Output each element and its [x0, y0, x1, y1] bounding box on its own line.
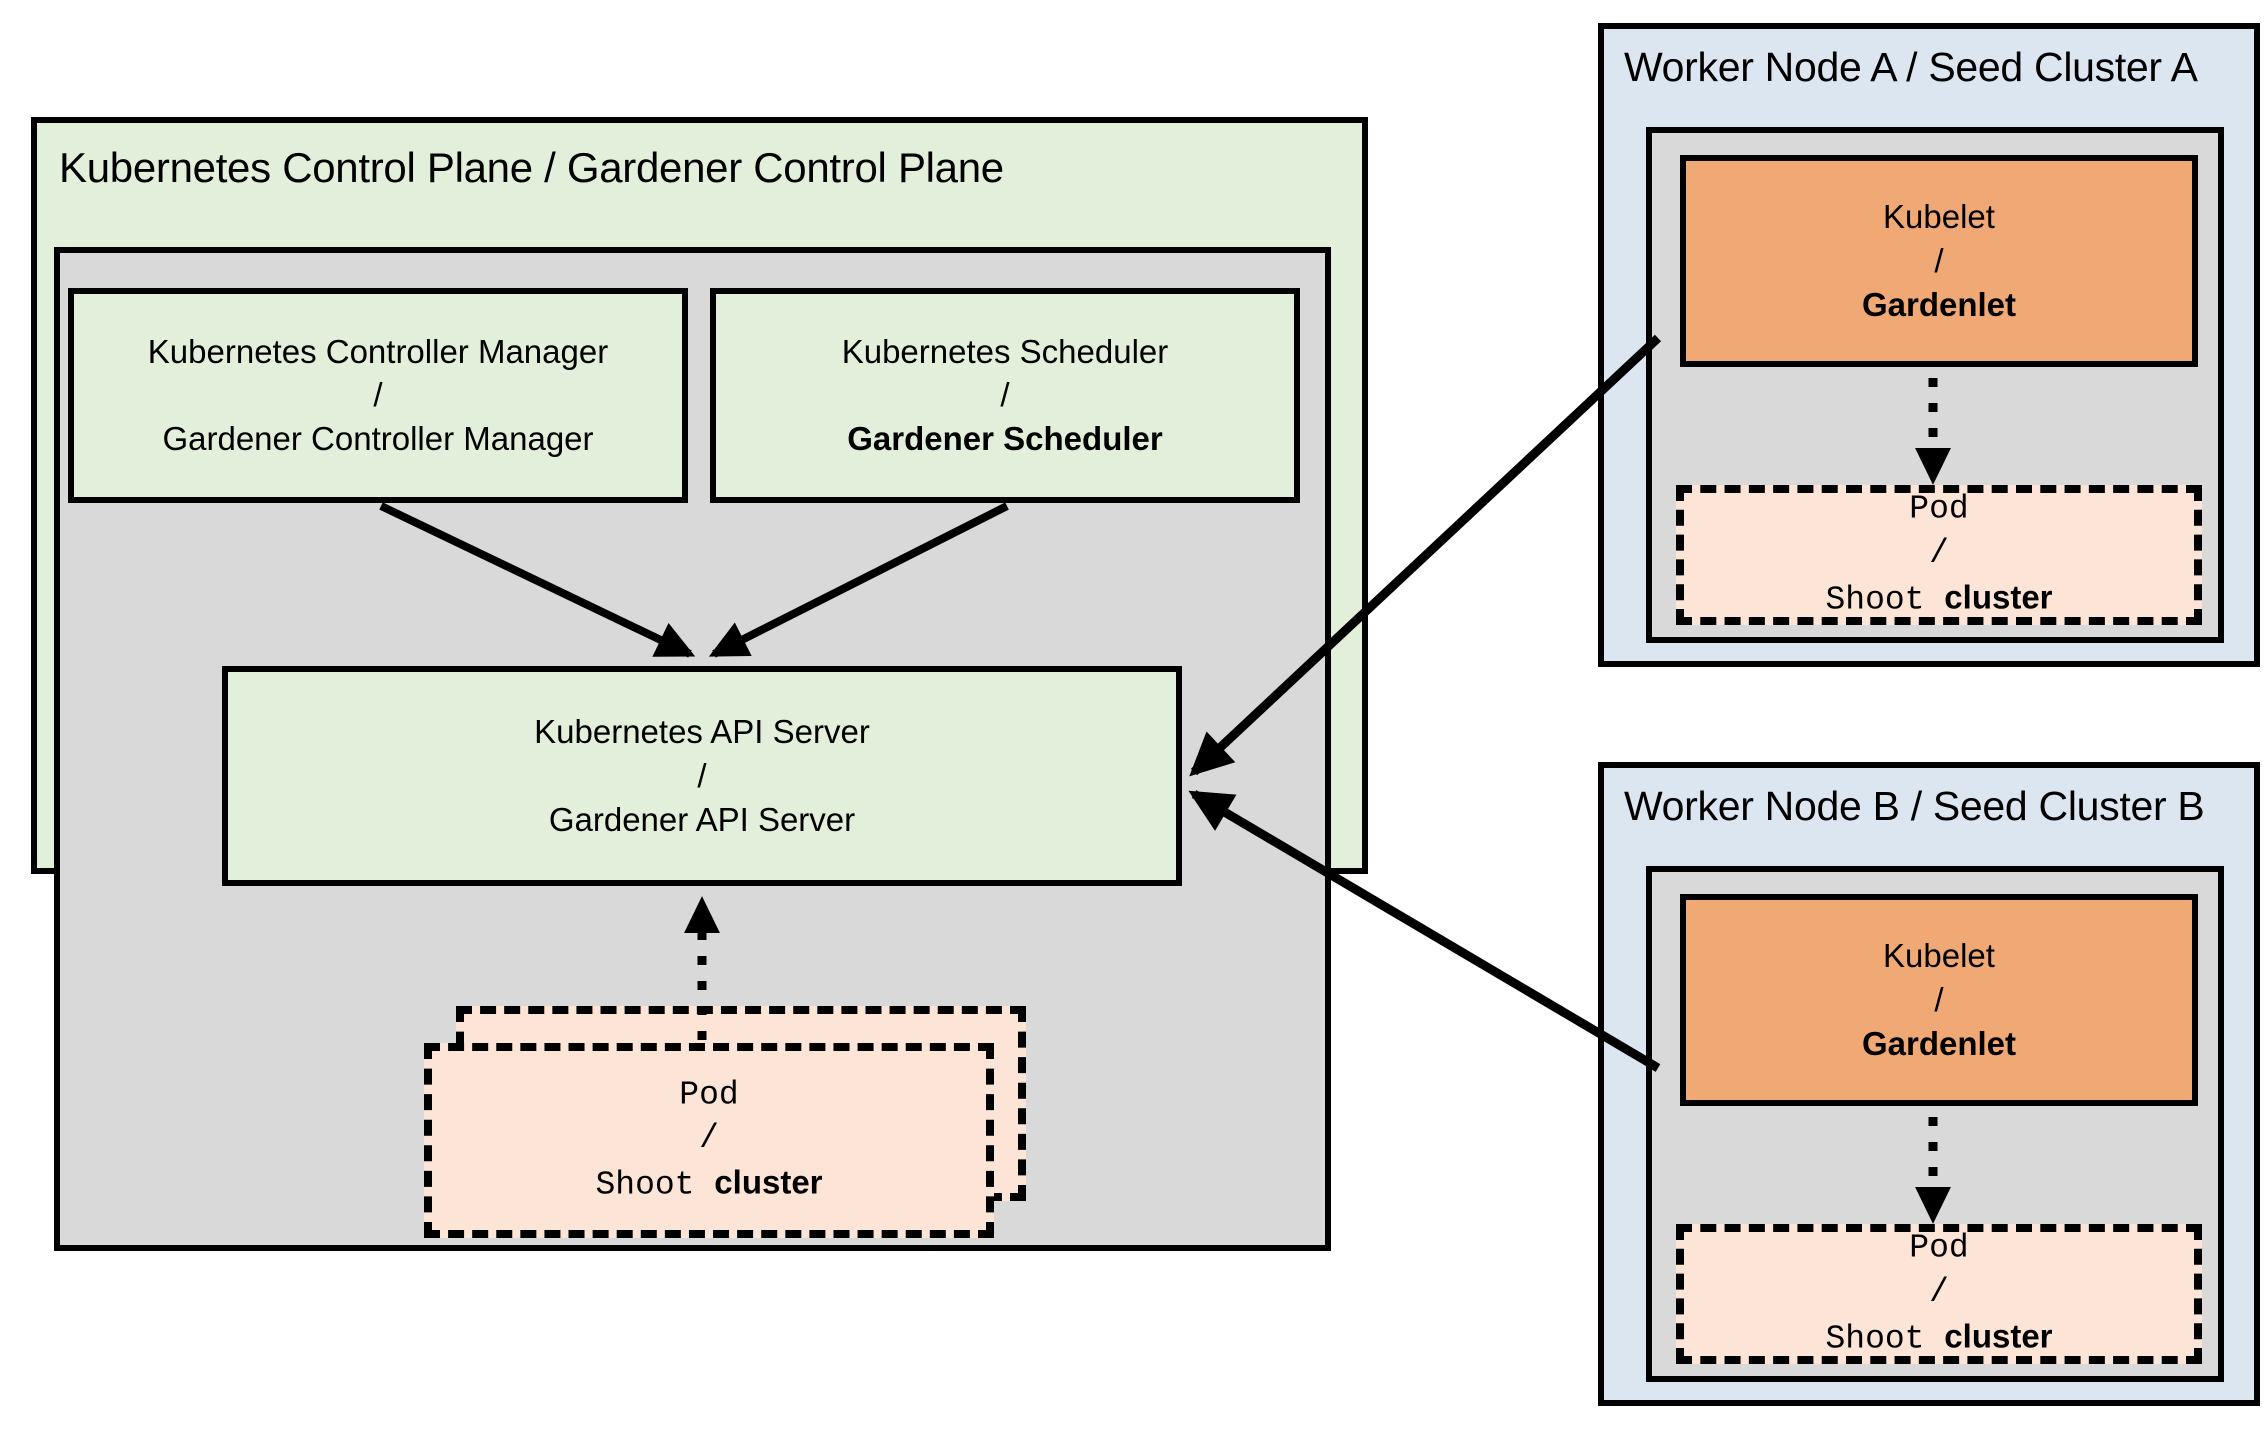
worker-b-kubelet-line1: Kubelet — [1883, 937, 1995, 975]
worker-a-pod-box: Pod / Shoot cluster — [1676, 485, 2202, 625]
scheduler-box: Kubernetes Scheduler / Gardener Schedule… — [710, 288, 1300, 503]
control-plane-pod-line2-mono: Shoot — [595, 1166, 715, 1204]
worker-b-pod-line2-mono: Shoot — [1825, 1320, 1945, 1358]
controller-manager-line2: Gardener Controller Manager — [162, 420, 594, 458]
scheduler-line1: Kubernetes Scheduler — [841, 332, 1169, 370]
worker-a-pod-separator: / — [1929, 534, 1949, 572]
scheduler-label: Kubernetes Scheduler / Gardener Schedule… — [716, 330, 1294, 462]
worker-a-pod-label: Pod / Shoot cluster — [1684, 488, 2194, 623]
worker-b-kubelet-label: Kubelet / Gardenlet — [1686, 934, 2192, 1066]
scheduler-line2: Gardener Scheduler — [847, 420, 1163, 458]
worker-a-kubelet-label: Kubelet / Gardenlet — [1686, 195, 2192, 327]
api-server-line2: Gardener API Server — [548, 800, 856, 838]
worker-b-pod-label: Pod / Shoot cluster — [1684, 1227, 2194, 1362]
api-server-separator: / — [697, 757, 707, 795]
worker-b-kubelet-line2: Gardenlet — [1861, 1024, 2017, 1062]
worker-node-a-container: Worker Node A / Seed Cluster A Kubelet /… — [1598, 23, 2260, 667]
worker-b-kubelet-separator: / — [1934, 981, 1944, 1019]
worker-a-kubelet-line1: Kubelet — [1883, 198, 1995, 236]
worker-node-b-container: Worker Node B / Seed Cluster B Kubelet /… — [1598, 762, 2260, 1406]
worker-node-b-title: Worker Node B / Seed Cluster B — [1624, 783, 2205, 829]
worker-b-pod-line2-bold: cluster — [1944, 1317, 2053, 1355]
worker-a-kubelet-box: Kubelet / Gardenlet — [1680, 155, 2198, 367]
api-server-label: Kubernetes API Server / Gardener API Ser… — [228, 710, 1176, 842]
control-plane-title: Kubernetes Control Plane / Gardener Cont… — [59, 144, 1004, 191]
control-plane-pod-box: Pod / Shoot cluster — [424, 1043, 994, 1238]
worker-a-kubelet-line2: Gardenlet — [1861, 285, 2017, 323]
controller-manager-line1: Kubernetes Controller Manager — [147, 332, 609, 370]
control-plane-pod-line2-bold: cluster — [714, 1163, 823, 1201]
worker-node-b-inner-area: Kubelet / Gardenlet Pod / Shoot cluster — [1646, 866, 2224, 1382]
worker-a-kubelet-separator: / — [1934, 242, 1944, 280]
controller-manager-separator: / — [373, 376, 383, 414]
worker-node-a-inner-area: Kubelet / Gardenlet Pod / Shoot cluster — [1646, 127, 2224, 643]
controller-manager-box: Kubernetes Controller Manager / Gardener… — [68, 288, 688, 503]
scheduler-separator: / — [1000, 376, 1010, 414]
worker-a-pod-line2-mono: Shoot — [1825, 581, 1945, 619]
worker-b-kubelet-box: Kubelet / Gardenlet — [1680, 894, 2198, 1106]
worker-node-a-title: Worker Node A / Seed Cluster A — [1624, 44, 2198, 90]
control-plane-pod-line1: Pod — [679, 1076, 739, 1114]
control-plane-pod-separator: / — [699, 1120, 719, 1158]
api-server-line1: Kubernetes API Server — [534, 713, 870, 751]
api-server-box: Kubernetes API Server / Gardener API Ser… — [222, 666, 1182, 886]
worker-b-pod-line1: Pod — [1909, 1229, 1969, 1267]
worker-a-pod-line1: Pod — [1909, 490, 1969, 528]
control-plane-pod-label: Pod / Shoot cluster — [432, 1073, 986, 1208]
worker-b-pod-box: Pod / Shoot cluster — [1676, 1224, 2202, 1364]
worker-a-pod-line2-bold: cluster — [1944, 578, 2053, 616]
worker-b-pod-separator: / — [1929, 1273, 1949, 1311]
controller-manager-label: Kubernetes Controller Manager / Gardener… — [74, 330, 682, 462]
